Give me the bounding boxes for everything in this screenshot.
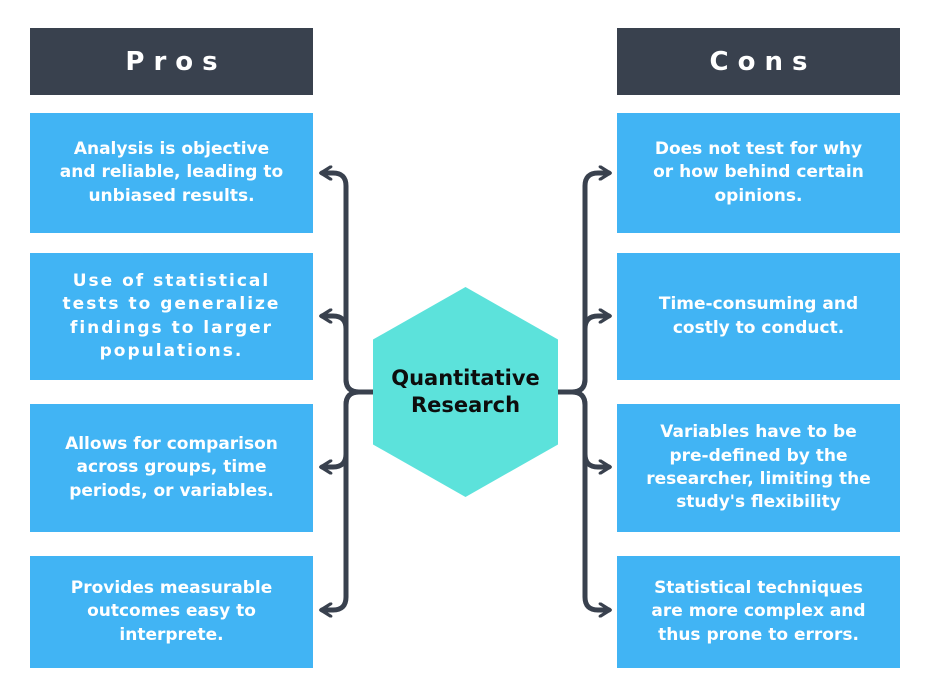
center-hexagon-label: Quantitative Research: [391, 365, 540, 417]
connector-cons-2: [555, 316, 609, 395]
connector-cons-4: [555, 389, 609, 610]
cons-item-4: Statistical techniques are more complex …: [617, 556, 900, 668]
connector-pros-1: [322, 173, 376, 395]
pros-item-2-label: Use of statistical tests to generalize f…: [62, 270, 281, 361]
connector-pros-4: [322, 389, 376, 610]
cons-header-label: Cons: [709, 46, 817, 77]
connector-cons-3: [555, 389, 609, 467]
cons-item-3: Variables have to be pre-defined by the …: [617, 404, 900, 532]
pros-item-3: Allows for comparison across groups, tim…: [30, 404, 313, 532]
pros-item-2: Use of statistical tests to generalize f…: [30, 253, 313, 380]
cons-item-1: Does not test for why or how behind cert…: [617, 113, 900, 233]
pros-item-4-label: Provides measurable outcomes easy to int…: [70, 577, 273, 645]
cons-item-3-label: Variables have to be pre-defined by the …: [646, 422, 871, 513]
pros-item-1: Analysis is objective and reliable, lead…: [30, 113, 313, 233]
cons-header: Cons: [617, 28, 900, 95]
pros-header: Pros: [30, 28, 313, 95]
cons-item-2-label: Time-consuming and costly to conduct.: [658, 294, 859, 338]
cons-item-4-label: Statistical techniques are more complex …: [651, 577, 866, 645]
pros-item-1-label: Analysis is objective and reliable, lead…: [59, 138, 284, 206]
connector-pros-3: [322, 389, 376, 467]
connector-pros-2: [322, 316, 376, 395]
pros-item-3-label: Allows for comparison across groups, tim…: [65, 433, 278, 501]
cons-item-2: Time-consuming and costly to conduct.: [617, 253, 900, 380]
pros-header-label: Pros: [125, 46, 227, 77]
pros-item-4: Provides measurable outcomes easy to int…: [30, 556, 313, 668]
center-hexagon: Quantitative Research: [373, 287, 558, 497]
connector-cons-1: [555, 173, 609, 395]
cons-item-1-label: Does not test for why or how behind cert…: [653, 138, 864, 206]
